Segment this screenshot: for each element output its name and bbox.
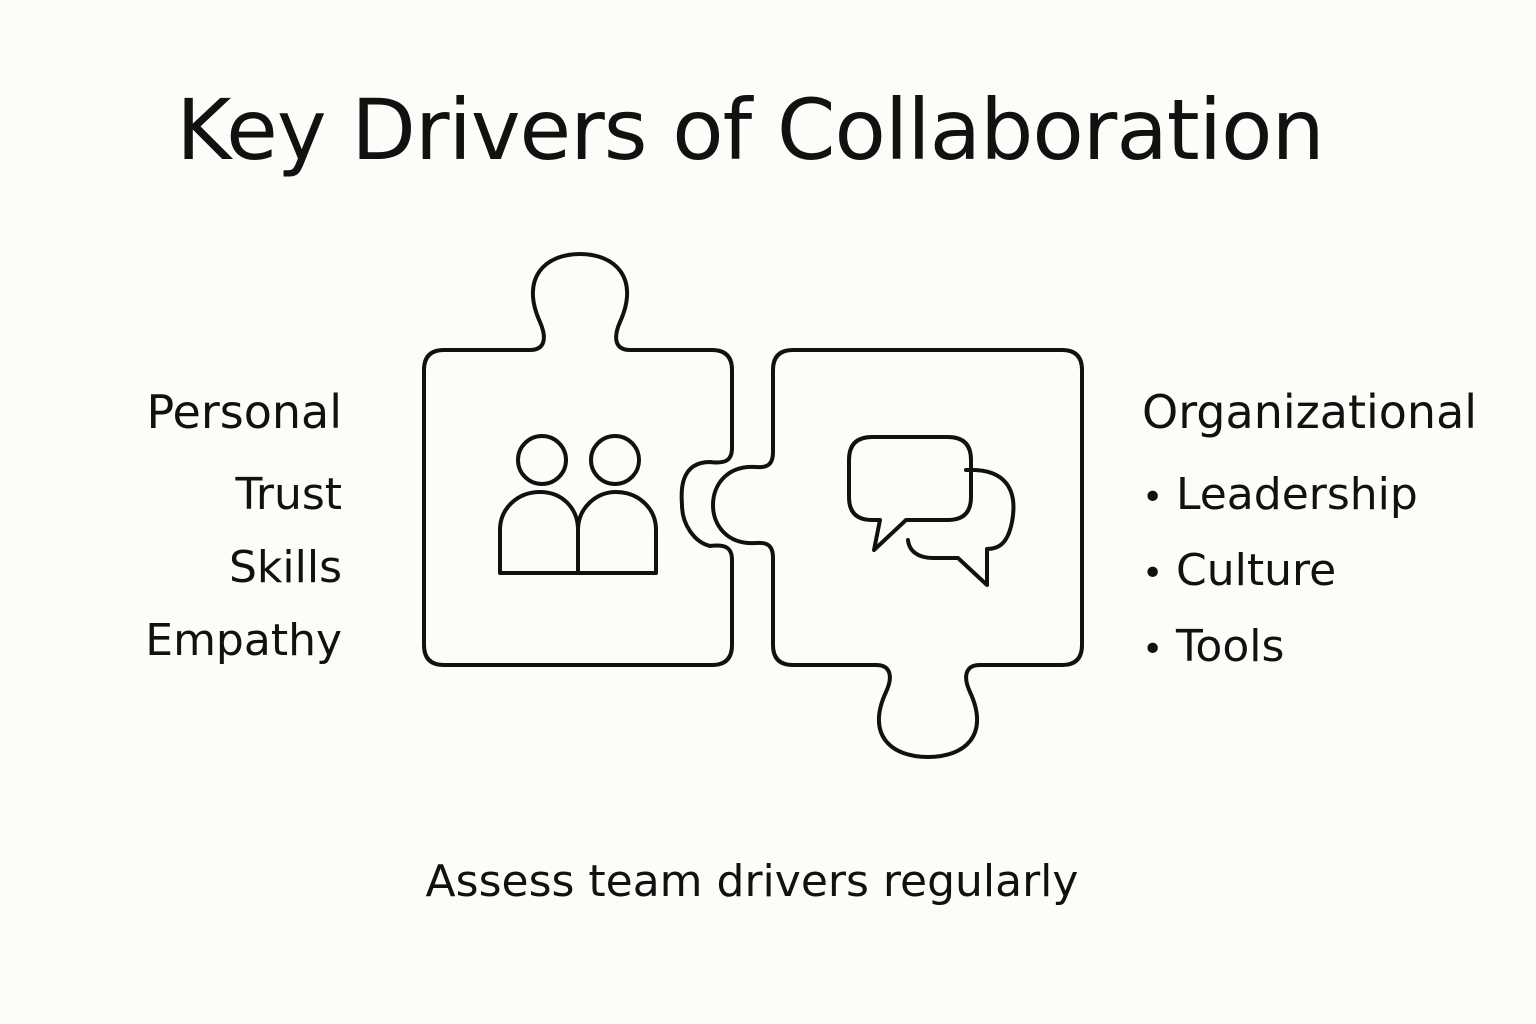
left-puzzle-piece: [422, 252, 734, 667]
right-puzzle-piece: [711, 348, 1084, 759]
personal-group: Personal Trust Skills Empathy: [145, 384, 342, 677]
diagram-title: Key Drivers of Collaboration: [176, 81, 1324, 179]
people-icon: [498, 434, 658, 575]
organizational-group: Organizational • Leadership • Culture • Too…: [1142, 384, 1477, 686]
list-item: • Tools: [1142, 610, 1477, 686]
list-item: • Leadership: [1142, 458, 1477, 534]
bullet-icon: •: [1142, 553, 1164, 594]
list-item-label: Leadership: [1176, 469, 1418, 520]
list-item-label: Culture: [1176, 545, 1337, 596]
bullet-icon: •: [1142, 629, 1164, 670]
personal-heading: Personal: [146, 385, 342, 439]
list-item: Empathy: [145, 615, 342, 666]
bullet-icon: •: [1142, 477, 1164, 518]
list-item: • Culture: [1142, 534, 1477, 610]
footer-note: Assess team drivers regularly: [425, 856, 1079, 907]
chat-bubbles-icon: [847, 435, 1016, 587]
list-item: Trust: [235, 469, 342, 520]
organizational-list: • Leadership • Culture • Tools: [1142, 458, 1477, 686]
personal-list: Trust Skills Empathy: [145, 458, 342, 677]
list-item: Skills: [228, 542, 342, 593]
list-item-label: Tools: [1176, 621, 1285, 672]
organizational-heading: Organizational: [1142, 385, 1478, 439]
